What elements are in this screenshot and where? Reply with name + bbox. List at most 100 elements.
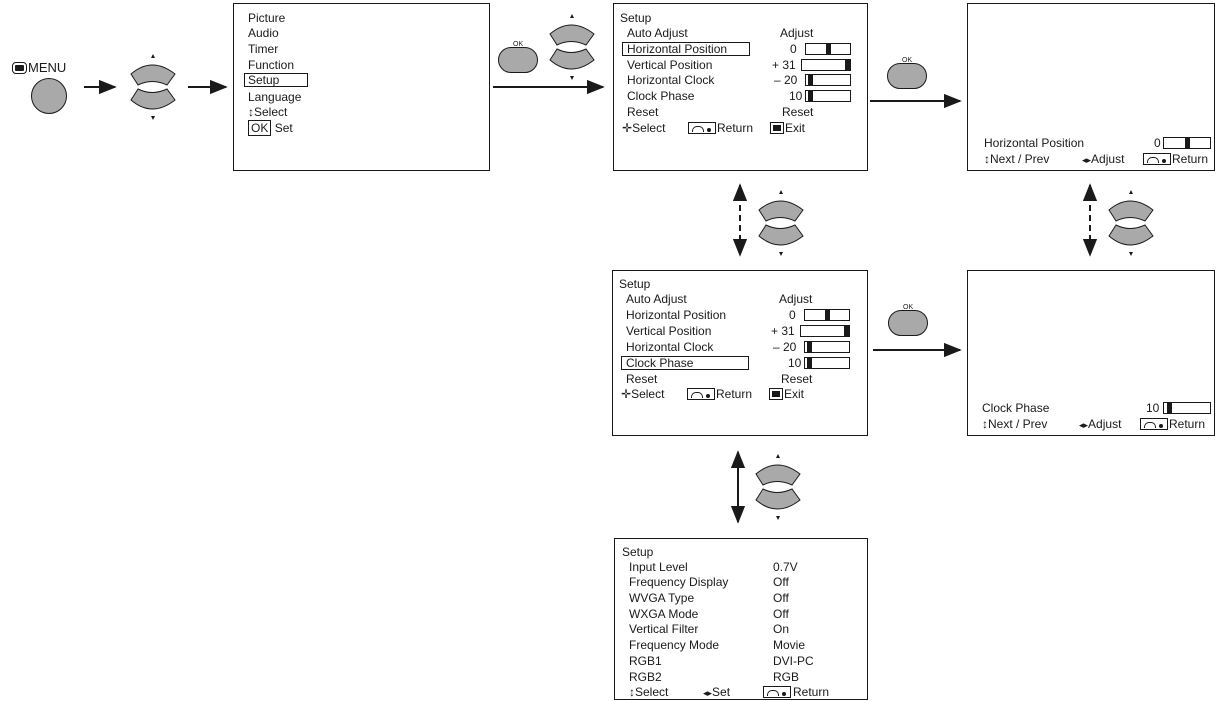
exit-key-icon	[770, 122, 784, 134]
up-down-arrow-icon: ↕	[984, 152, 990, 166]
phase-level-bar	[804, 357, 850, 369]
row-wvga-label[interactable]: WVGA Type	[629, 591, 695, 605]
left-right-arrow-icon: ◂▸	[1082, 155, 1092, 165]
ok-label-2: OK	[902, 57, 913, 64]
row-hpos-value: 0	[790, 42, 797, 56]
adjust-value: 10	[1146, 401, 1160, 415]
footer-select: ✛Select	[622, 121, 665, 135]
row-vpos-label[interactable]: Vertical Position	[627, 58, 713, 72]
up-down-button-1[interactable]	[130, 54, 176, 120]
menu-button[interactable]	[31, 78, 67, 114]
footer-next-prev: ↕Next / Prev	[984, 152, 1049, 166]
row-freq-mode-value: Movie	[773, 638, 806, 652]
row-reset-label[interactable]: Reset	[627, 105, 659, 119]
footer-return-label: Return	[1169, 417, 1206, 431]
hpos-level-bar	[805, 43, 851, 55]
ok-key-icon: OK	[248, 120, 272, 136]
ok-button-1[interactable]	[498, 47, 538, 73]
row-hpos-label[interactable]: Horizontal Position	[626, 308, 727, 322]
row-phase-label[interactable]: Clock Phase	[627, 89, 695, 103]
row-input-level-label[interactable]: Input Level	[629, 560, 688, 574]
footer-select: ✛Select	[621, 387, 664, 401]
adjust-value: 0	[1154, 136, 1161, 150]
menu-item-picture[interactable]: Picture	[248, 11, 286, 25]
setup-panel-c: Setup Input Level 0.7V Frequency Display…	[614, 538, 868, 700]
row-freq-mode-label[interactable]: Frequency Mode	[629, 638, 720, 652]
row-hclock-label[interactable]: Horizontal Clock	[626, 340, 714, 354]
up-down-button-2[interactable]	[549, 14, 595, 80]
row-selection-highlight	[621, 356, 749, 370]
ok-label-1: OK	[513, 41, 524, 48]
footer-return-label: Return	[717, 121, 754, 135]
row-reset-value: Reset	[781, 372, 813, 386]
set-hint: OK Set	[248, 120, 293, 136]
footer-adjust: ◂▸Adjust	[1079, 417, 1121, 432]
menu-item-language[interactable]: Language	[248, 90, 302, 104]
footer-exit-label: Exit	[785, 121, 806, 135]
row-wxga-label[interactable]: WXGA Mode	[629, 607, 699, 621]
row-phase-value: 10	[789, 89, 803, 103]
footer-select-label: Select	[635, 685, 669, 699]
menu-item-timer[interactable]: Timer	[248, 42, 279, 56]
row-input-level-value: 0.7V	[773, 560, 798, 574]
row-wxga-value: Off	[773, 607, 789, 621]
menu-item-setup[interactable]: Setup	[248, 73, 280, 87]
footer-adjust-label: Adjust	[1091, 152, 1125, 166]
footer-next-prev-label: Next / Prev	[988, 417, 1048, 431]
phase-level-bar	[805, 90, 851, 102]
row-reset-value: Reset	[782, 105, 814, 119]
row-hclock-label[interactable]: Horizontal Clock	[627, 73, 715, 87]
footer-select-label: Select	[632, 121, 666, 135]
row-rgb2-value: RGB	[773, 670, 800, 684]
footer-select: ↕Select	[629, 685, 668, 699]
footer-set: ◂▸Set	[703, 685, 730, 700]
ok-button-3[interactable]	[888, 310, 928, 336]
row-selection-highlight	[622, 42, 750, 56]
row-vfilter-label[interactable]: Vertical Filter	[629, 622, 699, 636]
adjust-level-bar	[1163, 137, 1211, 149]
hclock-level-bar	[805, 74, 851, 86]
up-down-button-4[interactable]	[1108, 190, 1154, 256]
up-down-button-5[interactable]	[755, 454, 801, 520]
footer-adjust-label: Adjust	[1088, 417, 1122, 431]
return-key-icon	[1140, 418, 1168, 430]
row-auto-adjust-value: Adjust	[780, 26, 814, 40]
footer-return-label: Return	[716, 387, 753, 401]
row-phase-label[interactable]: Clock Phase	[626, 356, 694, 370]
menu-label: MENU	[28, 60, 67, 75]
up-down-arrow-icon: ↕	[982, 417, 988, 431]
row-rgb1-value: DVI-PC	[773, 654, 814, 668]
up-down-button-3[interactable]	[758, 190, 804, 256]
select-hint-label: Select	[254, 105, 288, 119]
row-auto-adjust-label[interactable]: Auto Adjust	[627, 26, 688, 40]
setup-title: Setup	[619, 277, 651, 291]
row-vpos-value: + 31	[771, 324, 795, 338]
row-hpos-label[interactable]: Horizontal Position	[627, 42, 728, 56]
row-rgb2-label[interactable]: RGB2	[629, 670, 662, 684]
row-phase-value: 10	[788, 356, 802, 370]
row-hpos-value: 0	[789, 308, 796, 322]
adjust-label: Clock Phase	[982, 401, 1050, 415]
row-hclock-value: – 20	[774, 73, 798, 87]
row-freq-display-label[interactable]: Frequency Display	[629, 575, 729, 589]
row-auto-adjust-label[interactable]: Auto Adjust	[626, 292, 687, 306]
footer-return-label: Return	[793, 685, 830, 699]
row-rgb1-label[interactable]: RGB1	[629, 654, 662, 668]
menu-key-icon	[12, 62, 27, 74]
row-hclock-value: – 20	[773, 340, 797, 354]
left-right-arrow-icon: ◂▸	[703, 688, 713, 698]
footer-return-label: Return	[1172, 152, 1209, 166]
row-reset-label[interactable]: Reset	[626, 372, 658, 386]
up-down-arrow-icon: ↕	[629, 685, 635, 699]
row-vpos-label[interactable]: Vertical Position	[626, 324, 712, 338]
menu-item-audio[interactable]: Audio	[248, 26, 279, 40]
adjust-label: Horizontal Position	[984, 136, 1085, 150]
footer-next-prev-label: Next / Prev	[990, 152, 1050, 166]
set-hint-label: Set	[274, 121, 293, 135]
return-key-icon	[763, 686, 791, 698]
menu-item-function[interactable]: Function	[248, 58, 295, 72]
ok-button-2[interactable]	[887, 63, 927, 89]
up-down-arrow-icon: ↕	[248, 105, 254, 119]
